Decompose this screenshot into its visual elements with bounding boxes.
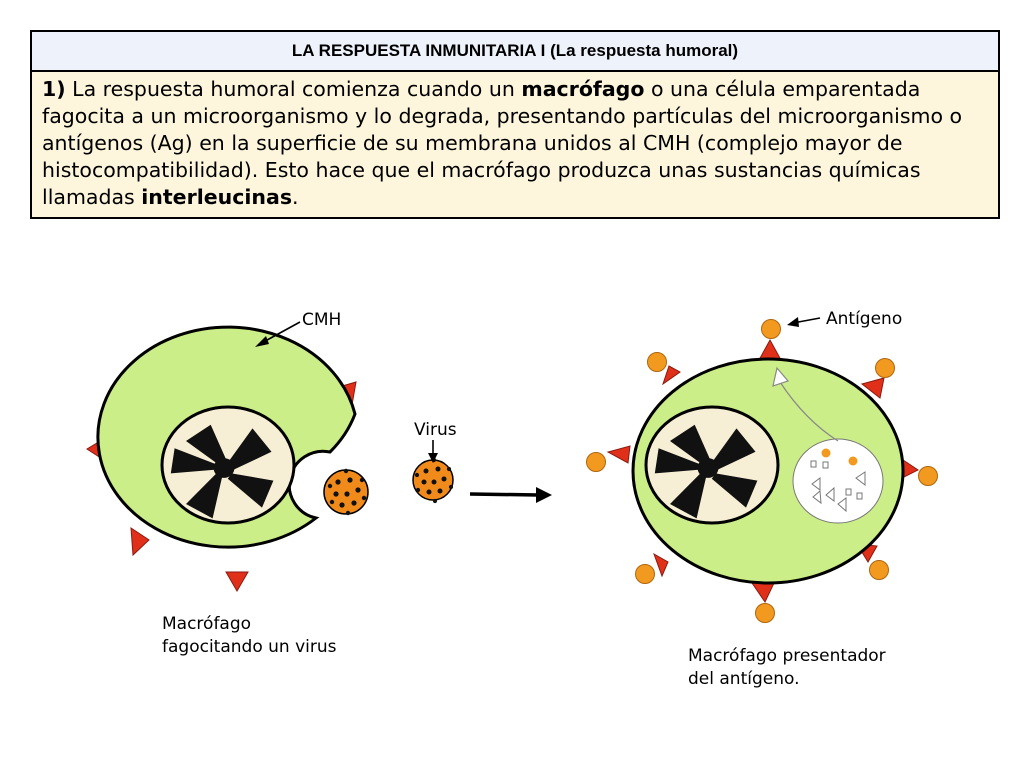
antigen-pointer-head <box>787 317 799 327</box>
virus-label: Virus <box>414 420 457 440</box>
antigen-transport-arrow <box>779 381 839 442</box>
paragraph-text-1: La respuesta humoral comienza cuando un <box>65 77 522 101</box>
antigen <box>586 319 938 623</box>
antigen-presenting-macrophage <box>586 319 938 623</box>
explanation-paragraph: 1) La respuesta humoral comienza cuando … <box>32 72 998 217</box>
left-caption-line2: fagocitando un virus <box>162 637 337 657</box>
virus-pointer-head <box>428 453 438 463</box>
paragraph-text-3: . <box>292 185 299 209</box>
process-arrow <box>469 492 539 497</box>
antigen-label: Antígeno <box>826 309 903 329</box>
keyword-macrofago: macrófago <box>521 77 645 101</box>
engulfed-virus <box>323 468 369 516</box>
left-caption-line1: Macrófago <box>162 614 252 634</box>
right-caption-line2: del antígeno. <box>688 669 800 689</box>
process-arrow-head <box>536 487 552 503</box>
text-box: LA RESPUESTA INMUNITARIA I (La respuesta… <box>30 30 1000 219</box>
cmh-label: CMH <box>302 310 342 330</box>
phagolysosome-vacuole <box>792 438 884 524</box>
right-caption-line1: Macrófago presentador <box>688 646 886 666</box>
nucleus <box>160 405 296 525</box>
keyword-interleucinas: interleucinas <box>141 185 293 209</box>
nucleus <box>644 405 780 525</box>
mhc-receptor <box>606 338 919 604</box>
paragraph-text-2: o una célula emparentada fagocita a un m… <box>42 77 963 209</box>
free-virus <box>412 457 454 504</box>
phagocytosing-macrophage <box>86 325 369 592</box>
page-title: LA RESPUESTA INMUNITARIA I (La respuesta… <box>32 32 998 72</box>
cmh-pointer-head <box>255 336 269 347</box>
antigen-transport-arrow-head <box>772 366 790 387</box>
step-number: 1) <box>42 77 66 101</box>
